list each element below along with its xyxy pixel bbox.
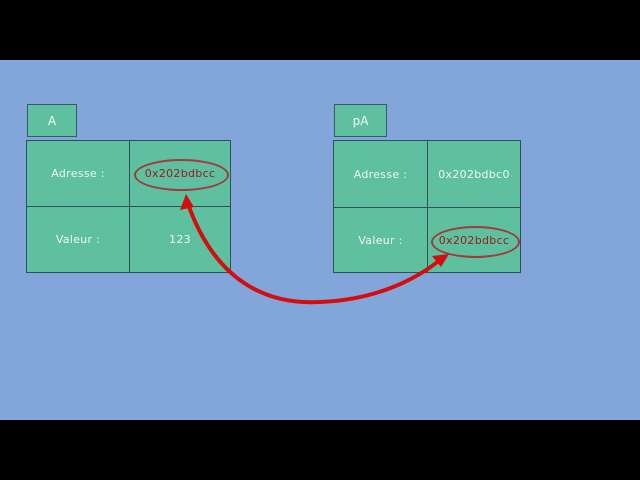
letterbox-top	[0, 0, 640, 60]
variable-a-address-highlight	[134, 159, 229, 191]
variable-pa-value-label: Valeur :	[358, 233, 403, 247]
variable-pa-name: pA	[352, 113, 369, 128]
variable-pa-address-label: Adresse :	[353, 167, 408, 181]
letterbox-bottom	[0, 420, 640, 480]
variable-pa-name-box: pA	[334, 104, 387, 137]
variable-a-name-box: A	[27, 104, 77, 137]
variable-a-table: Adresse : 0x202bdbcc Valeur : 123	[26, 140, 231, 273]
variable-pa-address-value: 0x202bdbc0	[438, 167, 510, 181]
variable-pa-table: Adresse : 0x202bdbc0 Valeur : 0x202bdbcc	[333, 140, 521, 273]
variable-a-address-label: Adresse :	[51, 167, 105, 180]
variable-a-value-label: Valeur :	[55, 233, 101, 246]
variable-pa-value-highlight	[431, 226, 520, 258]
variable-a-value: 123	[169, 233, 191, 246]
variable-a-name: A	[47, 113, 57, 128]
